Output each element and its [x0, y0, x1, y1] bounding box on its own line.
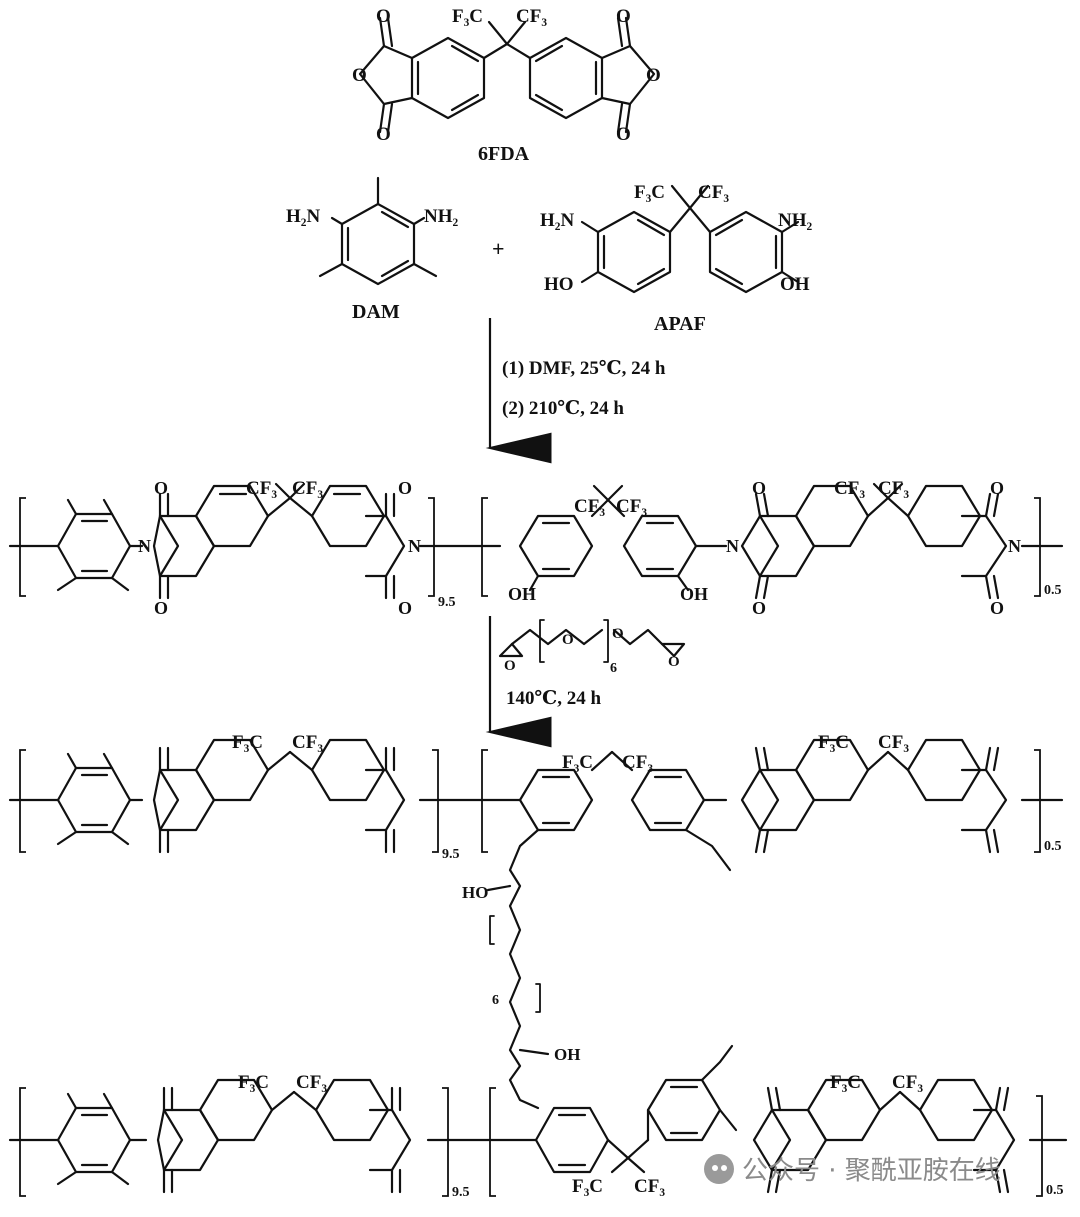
- oh-label: OH: [780, 274, 810, 295]
- molecule-6fda: O O O O O O F₃C CF₃ 6FDA: [352, 6, 661, 165]
- atom-o: O: [154, 598, 168, 618]
- ho-label: HO: [462, 883, 488, 902]
- cf3-label: CF₃: [616, 496, 647, 517]
- cf3-label: CF₃: [292, 732, 323, 753]
- label-6fda: 6FDA: [478, 143, 530, 165]
- atom-o: O: [562, 632, 574, 648]
- cf3-label: CF₃: [574, 496, 605, 517]
- nh2-label: H₂N: [286, 206, 320, 227]
- atom-o: O: [990, 478, 1004, 498]
- atom-o: O: [154, 478, 168, 498]
- cf3-label: F₃C: [818, 732, 849, 753]
- atom-o: O: [398, 478, 412, 498]
- cf3-label: CF₃: [634, 1176, 665, 1197]
- cf3-label: CF₃: [892, 1072, 923, 1093]
- cf3-label: F₃C: [634, 182, 665, 203]
- molecule-apaf: F₃C CF₃ H₂N NH₂ HO OH APAF: [540, 182, 813, 335]
- repeat-subscript: 9.5: [452, 1185, 470, 1200]
- repeat-subscript: 9.5: [442, 847, 460, 862]
- nh2-label: NH₂: [424, 206, 459, 227]
- atom-o: O: [376, 6, 391, 27]
- atom-o: O: [398, 598, 412, 618]
- oh-label: OH: [508, 584, 536, 604]
- peg-diglycidyl-ether: [498, 619, 686, 663]
- polymer-6fda-dam-apaf: N N N N O O O O O O O O CF₃ CF₃ CF₃ CF₃ …: [8, 478, 1064, 618]
- atom-o: O: [646, 65, 661, 86]
- repeat-subscript: 6: [492, 993, 499, 1008]
- cf3-label: CF₃: [296, 1072, 327, 1093]
- cf3-label: CF₃: [878, 732, 909, 753]
- cf3-label: F₃C: [572, 1176, 603, 1197]
- atom-o: O: [612, 626, 624, 642]
- repeat-subscript: 9.5: [438, 595, 456, 610]
- condition-step2: 140℃, 24 h: [506, 688, 602, 709]
- cf3-label: F₃C: [232, 732, 263, 753]
- atom-n: N: [138, 536, 151, 556]
- cf3-label: CF₃: [878, 478, 909, 499]
- cf3-label: CF₃: [834, 478, 865, 499]
- repeat-subscript: 0.5: [1044, 839, 1062, 854]
- molecule-dam: H₂N NH₂ DAM: [286, 176, 459, 323]
- atom-o: O: [752, 478, 766, 498]
- cf3-label: CF₃: [292, 478, 323, 499]
- crosslinked-network: HO OH 6: [8, 732, 1068, 1200]
- reaction-arrow-1: (1) DMF, 25℃, 24 h (2) 210℃, 24 h: [485, 318, 666, 464]
- label-dam: DAM: [352, 301, 400, 323]
- atom-n: N: [1008, 536, 1021, 556]
- atom-o: O: [990, 598, 1004, 618]
- oh-label: OH: [554, 1045, 580, 1064]
- cf3-label: F₃C: [238, 1072, 269, 1093]
- cf3-label: CF₃: [622, 752, 653, 773]
- plus-sign: +: [492, 236, 505, 261]
- atom-o: O: [616, 124, 631, 145]
- atom-o: O: [352, 65, 367, 86]
- atom-n: N: [408, 536, 421, 556]
- wechat-icon: [704, 1153, 734, 1184]
- condition-step1-b: (2) 210℃, 24 h: [502, 398, 624, 419]
- condition-step1-a: (1) DMF, 25℃, 24 h: [502, 358, 666, 379]
- watermark: 公众号 · 聚酰亚胺在线: [704, 1150, 1001, 1187]
- atom-o: O: [376, 124, 391, 145]
- atom-n: N: [726, 536, 739, 556]
- atom-o: O: [504, 658, 516, 674]
- atom-o: O: [752, 598, 766, 618]
- cf3-label: CF₃: [698, 182, 729, 203]
- cf3-label: CF₃: [516, 6, 547, 27]
- cf3-label: F₃C: [452, 6, 483, 27]
- cf3-label: F₃C: [562, 752, 593, 773]
- cf3-label: CF₃: [246, 478, 277, 499]
- repeat-subscript: 0.5: [1044, 583, 1062, 598]
- repeat-subscript: 6: [610, 661, 617, 676]
- cf3-label: F₃C: [830, 1072, 861, 1093]
- atom-o: O: [668, 654, 680, 670]
- nh2-label: H₂N: [540, 210, 574, 231]
- repeat-subscript: 0.5: [1046, 1183, 1064, 1198]
- atom-o: O: [616, 6, 631, 27]
- reaction-arrow-2: O O O O 6 140℃, 24 h: [485, 616, 686, 748]
- label-apaf: APAF: [654, 313, 706, 335]
- nh2-label: NH₂: [778, 210, 813, 231]
- watermark-text: 公众号 · 聚酰亚胺在线: [742, 1156, 1001, 1186]
- oh-label: HO: [544, 274, 574, 295]
- oh-label: OH: [680, 584, 708, 604]
